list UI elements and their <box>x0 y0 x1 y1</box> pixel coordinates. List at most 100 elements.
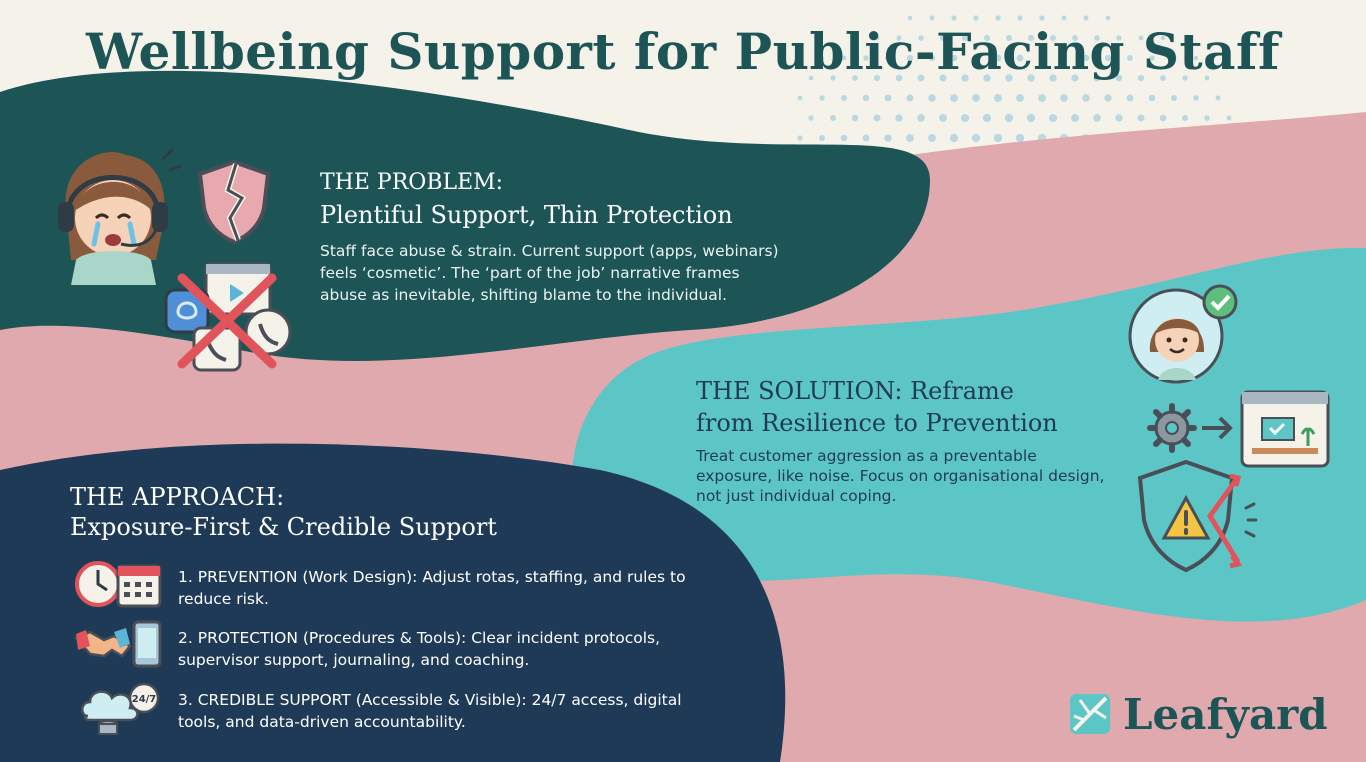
decor-dot <box>841 55 847 61</box>
approach-step-credible-support: 3. CREDIBLE SUPPORT (Accessible & Visibl… <box>178 691 682 731</box>
decor-dot <box>1182 75 1188 81</box>
approach-step-prevention: 1. PREVENTION (Work Design): Adjust rota… <box>178 568 686 608</box>
decor-dot <box>994 94 1002 102</box>
brand-logo: Leafyard <box>1068 688 1348 744</box>
decor-dot <box>960 113 970 123</box>
stressed-agent-icon <box>58 148 181 285</box>
decor-dot <box>1061 15 1067 21</box>
solution-subheading: from Resilience to Prevention <box>696 409 1058 437</box>
decor-dot <box>808 75 814 81</box>
problem-description: Staff face abuse & strain. Current suppo… <box>320 242 779 304</box>
decor-dot <box>896 35 902 41</box>
decor-dot <box>949 133 959 143</box>
decor-dot <box>928 94 936 102</box>
badge-24-7: 24/7 <box>132 694 157 705</box>
decor-dot <box>1159 114 1167 122</box>
decor-dot <box>1104 54 1112 62</box>
decor-dot <box>1170 94 1178 102</box>
approach-step-protection: 2. PROTECTION (Procedures & Tools): Clea… <box>178 629 661 669</box>
decor-dot <box>1105 15 1111 21</box>
decor-dot <box>852 75 858 81</box>
clock-calendar-icon <box>75 561 162 608</box>
decor-dot <box>863 55 869 61</box>
decor-dot <box>1137 114 1145 122</box>
decor-dot <box>1181 114 1189 122</box>
page-title: Wellbeing Support for Public-Facing Staf… <box>85 22 1281 81</box>
decor-dot <box>873 74 881 82</box>
decor-dot <box>895 114 903 122</box>
leaf-logo-icon <box>1070 694 1110 734</box>
decor-dot <box>1093 74 1101 82</box>
desk-monitor-icon <box>1240 390 1330 468</box>
decor-dot <box>1226 115 1232 121</box>
decor-dot <box>939 114 947 122</box>
decor-dot <box>917 74 925 82</box>
decor-dot <box>972 94 980 102</box>
decor-dot <box>918 35 924 41</box>
decor-dot <box>1039 15 1045 21</box>
decor-dot <box>995 15 1001 21</box>
decor-dot <box>906 94 914 102</box>
decor-dot <box>972 54 980 62</box>
decor-dot <box>1060 54 1068 62</box>
decor-dot <box>994 54 1002 62</box>
decor-dot <box>1094 35 1100 41</box>
shield-warning-icon <box>1137 459 1258 573</box>
decor-dot <box>840 134 848 142</box>
decor-dot <box>1004 113 1014 123</box>
decor-dot <box>1071 114 1079 122</box>
decor-dot <box>1038 94 1046 102</box>
decor-dot <box>830 75 836 81</box>
decor-dot <box>907 15 913 21</box>
decor-dot <box>906 54 914 62</box>
handshake-phone-icon <box>73 620 162 668</box>
decor-dot <box>1038 54 1046 62</box>
decor-dot <box>819 95 825 101</box>
decor-dot <box>829 114 837 122</box>
gear-arrow-icon <box>1147 403 1233 453</box>
decor-dot <box>1126 94 1134 102</box>
decor-dot <box>1049 34 1057 42</box>
decor-dot <box>950 54 958 62</box>
decor-dot <box>1204 75 1210 81</box>
solution-heading: THE SOLUTION: Reframe <box>696 377 1014 405</box>
decor-dot <box>1160 75 1166 81</box>
decor-dot <box>1193 55 1199 61</box>
decor-dot <box>1048 113 1058 123</box>
decor-dot <box>840 94 848 102</box>
decor-dot <box>1115 74 1123 82</box>
approach-subheading: Exposure-First & Credible Support <box>70 513 497 541</box>
decor-dot <box>862 134 870 142</box>
decor-dot <box>917 114 925 122</box>
decor-dot <box>961 34 969 42</box>
decor-dot <box>1072 35 1078 41</box>
decor-dot <box>1093 114 1101 122</box>
decor-dot <box>929 15 935 21</box>
decor-dot <box>939 74 947 82</box>
decor-dot <box>1071 74 1079 82</box>
brand-name: Leafyard <box>1123 690 1328 739</box>
problem-subheading: Plentiful Support, Thin Protection <box>320 201 733 229</box>
decor-dot <box>993 133 1003 143</box>
approach-band <box>0 443 786 762</box>
decor-dot <box>885 55 891 61</box>
decor-dot <box>1016 94 1024 102</box>
decor-dot <box>1148 94 1156 102</box>
decor-dot <box>1204 115 1210 121</box>
decor-dot <box>971 133 981 143</box>
decor-dot <box>1137 74 1145 82</box>
decor-dot <box>983 34 991 42</box>
decor-dot <box>1149 55 1155 61</box>
decor-dot <box>1193 95 1199 101</box>
decor-dot <box>797 95 803 101</box>
decor-dot <box>1082 54 1090 62</box>
decor-dot <box>983 74 991 82</box>
decor-dot <box>874 35 880 41</box>
cloud-database-icon: 24/7 <box>81 682 160 735</box>
decor-dot <box>852 35 858 41</box>
decor-dot <box>951 15 957 21</box>
decor-dot <box>1115 114 1123 122</box>
problem-heading: THE PROBLEM: <box>320 170 504 195</box>
decor-dot <box>1104 94 1112 102</box>
crossed-out-apps-icon <box>164 262 292 372</box>
